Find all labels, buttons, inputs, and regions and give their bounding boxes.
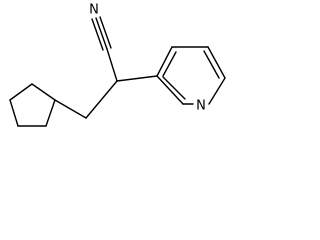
pyridine-ring <box>156 46 226 105</box>
pyridine-nitrogen-label: N <box>196 99 206 114</box>
triple-bond-line-1 <box>95 17 108 50</box>
ring1-bond-4 <box>45 99 56 127</box>
bond-ch-to-pyridine <box>116 75 158 82</box>
triple-bond-line-2 <box>91 18 104 51</box>
nitrile-group <box>91 16 118 82</box>
structure-diagram: N N <box>0 0 248 148</box>
pyr-bond-c3-c2 <box>156 75 184 105</box>
cyclopentane-ring <box>9 83 56 127</box>
pyr-double-c4-c3 <box>162 51 177 77</box>
pyr-double-c3-c2 <box>162 76 186 100</box>
nitrile-nitrogen-label: N <box>89 3 99 18</box>
bond-ch2-to-ch <box>85 80 118 119</box>
bond-ring-to-ch2 <box>54 99 87 119</box>
ring1-bond-5 <box>31 83 56 101</box>
bond-ch-to-cn-carbon <box>106 48 118 82</box>
structure-svg: N N <box>9 3 226 127</box>
ring1-bond-1 <box>9 83 33 101</box>
pyr-bond-n-c6 <box>208 77 226 105</box>
ring1-bond-2 <box>9 99 19 127</box>
pyr-double-c6-c5 <box>203 50 220 79</box>
pyr-bond-c4-c3 <box>156 46 173 77</box>
pyr-bond-c6-c5 <box>207 46 226 79</box>
triple-bond-line-3 <box>99 16 112 49</box>
